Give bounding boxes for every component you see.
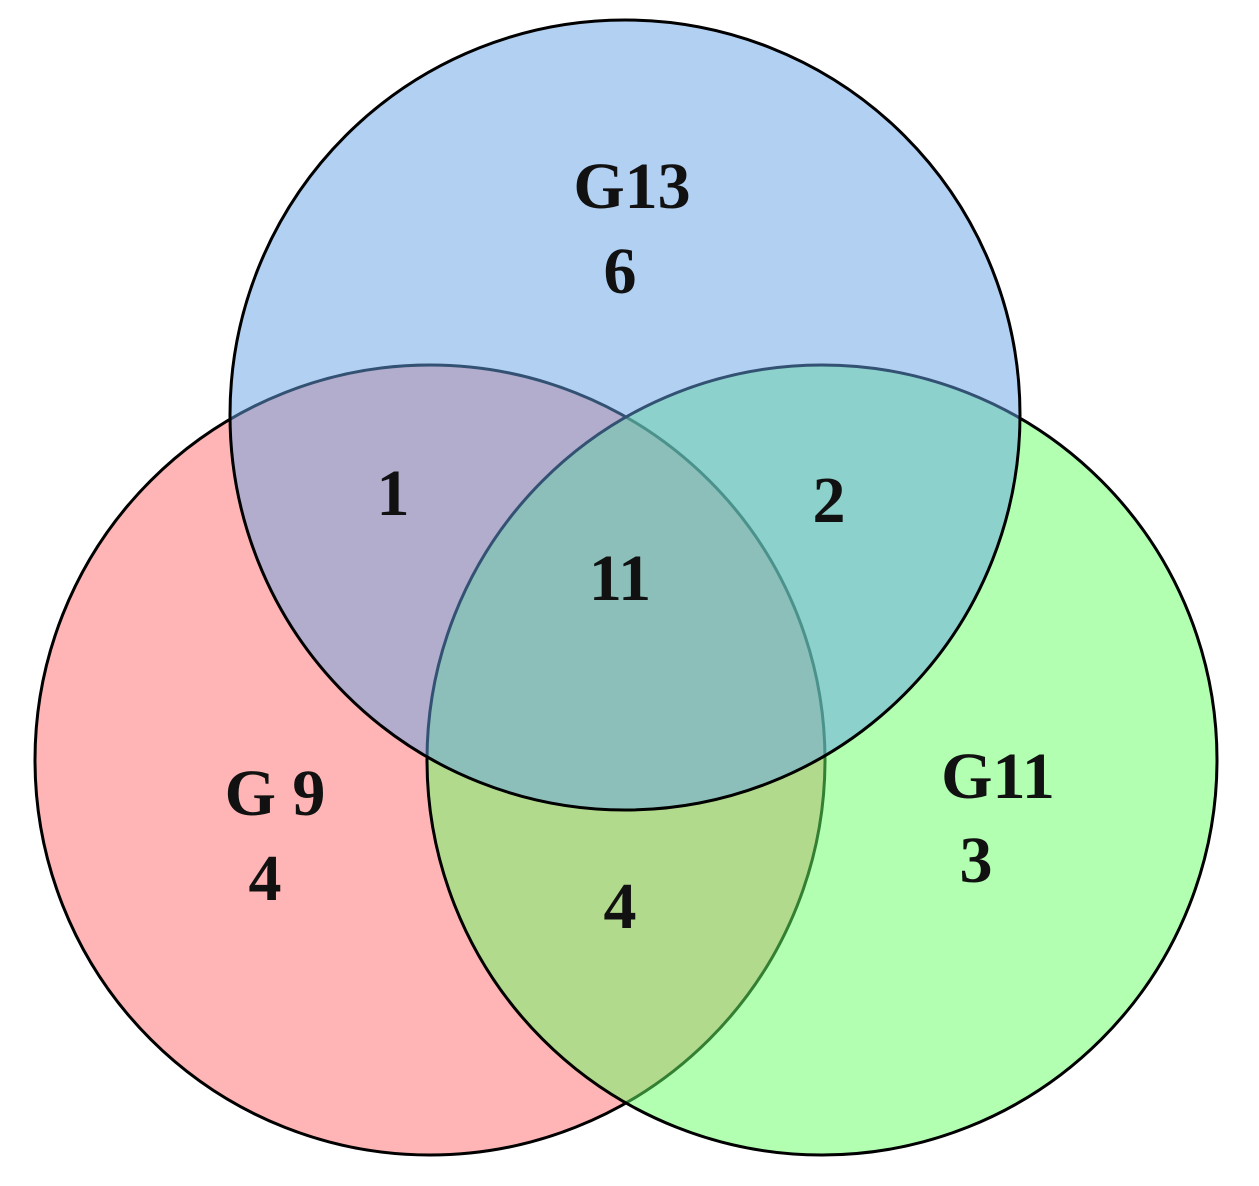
count-g9-only: 4 xyxy=(249,842,282,915)
count-g11-only: 3 xyxy=(960,824,993,897)
count-g13-g11: 2 xyxy=(813,464,846,537)
count-all: 11 xyxy=(589,542,651,615)
count-g13-only: 6 xyxy=(604,235,637,308)
count-g9-g11: 4 xyxy=(604,870,637,943)
label-g9: G 9 xyxy=(225,757,326,830)
label-g11: G11 xyxy=(941,740,1055,813)
count-g13-g9: 1 xyxy=(377,457,410,530)
label-g13: G13 xyxy=(573,150,690,223)
circle-g13 xyxy=(228,18,1022,812)
